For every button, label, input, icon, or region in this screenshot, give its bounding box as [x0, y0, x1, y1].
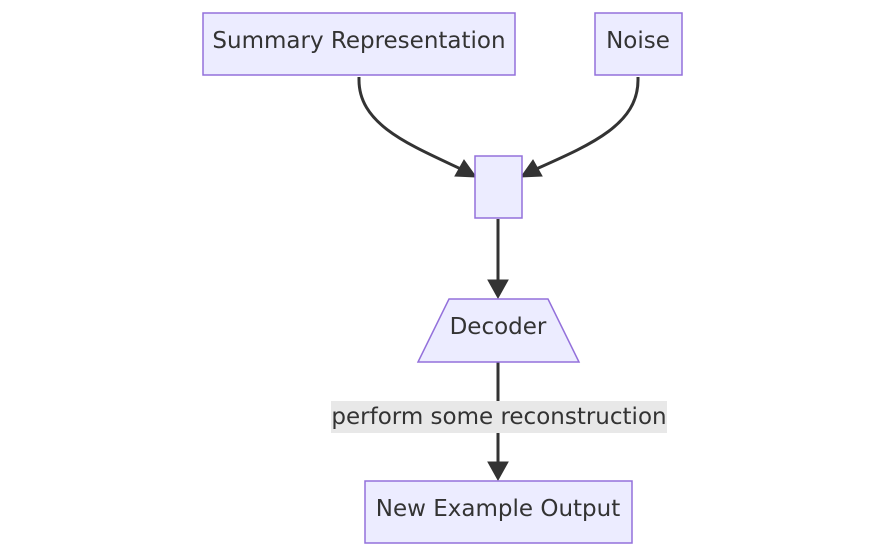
edge-summary-to-merge-arrowhead [454, 159, 477, 178]
node-decoder[interactable]: Decoder [416, 298, 581, 363]
node-decoder-trapezoid [416, 298, 581, 363]
node-new-example-output[interactable]: New Example Output [364, 480, 633, 544]
edge-noise-to-merge-arrowhead [520, 159, 543, 178]
node-noise-box [594, 12, 683, 76]
node-new-example-output-label: New Example Output [376, 496, 620, 522]
node-summary-representation-label: Summary Representation [212, 28, 505, 54]
edge-label-text: perform some reconstruction [331, 404, 666, 430]
node-merge-box [474, 155, 523, 219]
node-summary-representation[interactable]: Summary Representation [202, 12, 516, 76]
edge-label-reconstruction: perform some reconstruction [331, 401, 667, 433]
edge-summary-to-merge [357, 77, 464, 172]
edge-merge-to-decoder-arrowhead [487, 279, 509, 300]
node-noise[interactable]: Noise [594, 12, 683, 76]
node-new-example-output-box [364, 480, 633, 544]
edge-decoder-to-output-arrowhead [487, 461, 509, 482]
node-summary-representation-box [202, 12, 516, 76]
edge-label-background [331, 401, 667, 433]
edge-noise-to-merge [533, 77, 640, 172]
node-decoder-label: Decoder [450, 314, 547, 340]
node-merge[interactable] [474, 155, 523, 219]
node-noise-label: Noise [606, 28, 670, 54]
